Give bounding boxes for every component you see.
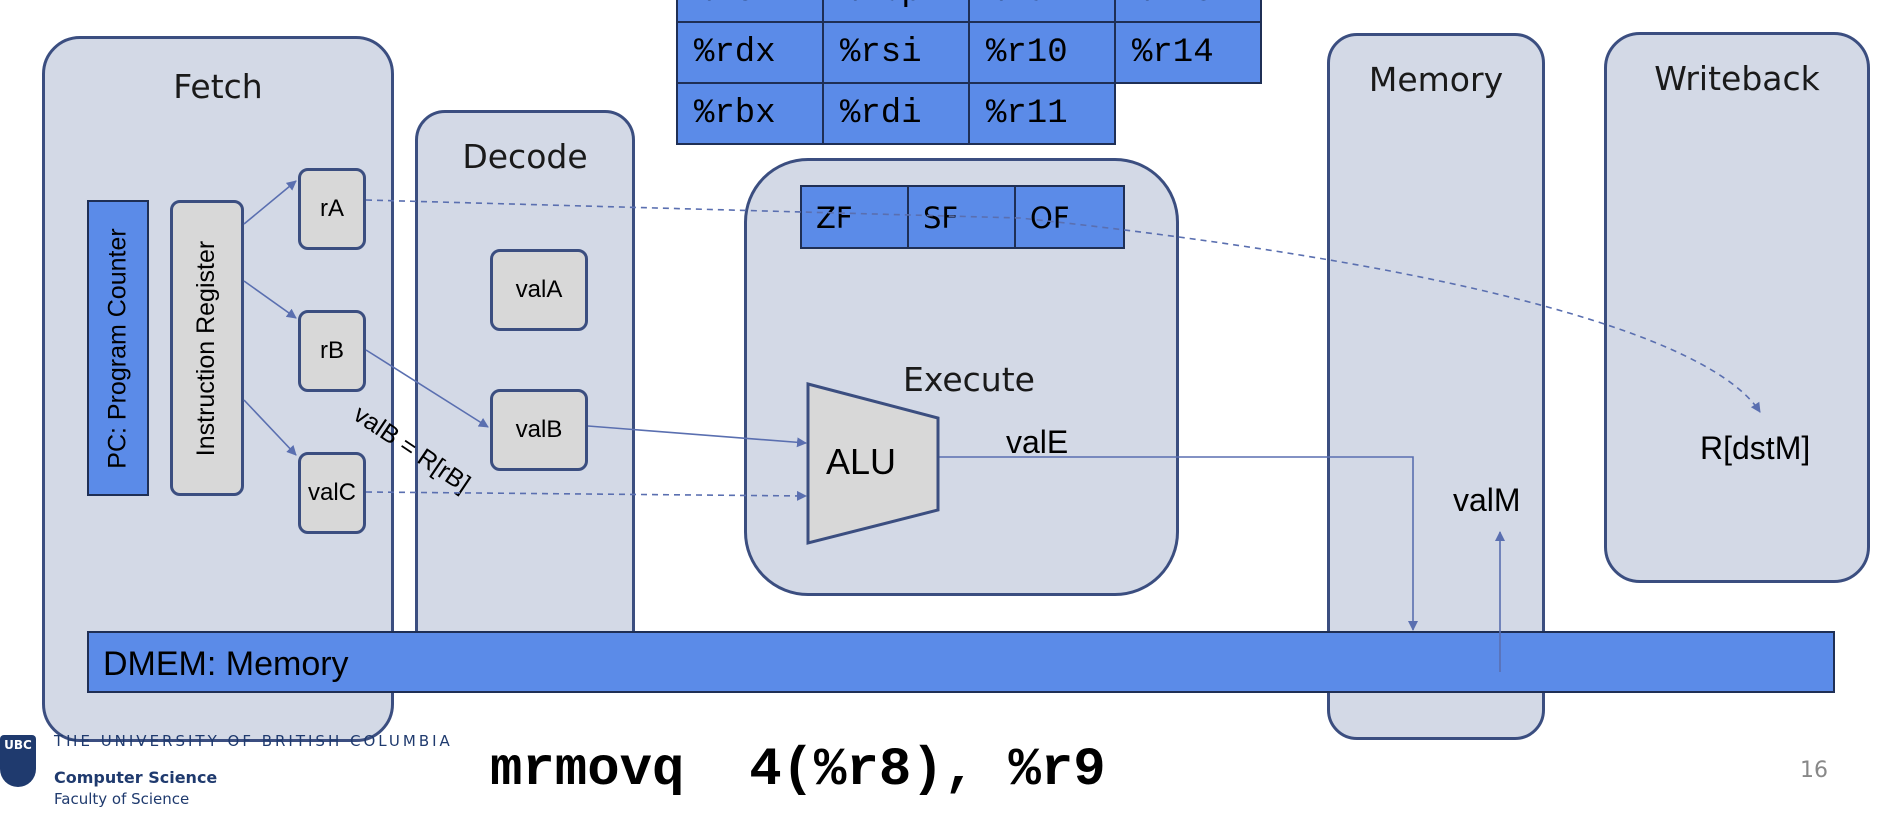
program-counter: PC: Program Counter bbox=[87, 200, 149, 496]
register-cell: %rbp bbox=[822, 0, 970, 23]
dmem-label: DMEM: Memory bbox=[103, 645, 349, 683]
rb-register: rB bbox=[298, 310, 366, 392]
register-row: %rdx %rsi %r10 %r14 bbox=[676, 21, 1262, 84]
ubc-crest-icon: UBC bbox=[0, 735, 36, 787]
instruction-text: mrmovq 4(%r8), %r9 bbox=[490, 740, 1106, 801]
writeback-destination: R[dstM] bbox=[1700, 430, 1811, 466]
condition-codes: ZF SF OF bbox=[800, 185, 1125, 249]
department-name: Computer Science bbox=[54, 768, 218, 787]
program-counter-label: PC: Program Counter bbox=[103, 227, 132, 469]
writeback-stage: Writeback bbox=[1604, 32, 1870, 583]
instruction-register: Instruction Register bbox=[170, 200, 244, 496]
register-cell: %r13 bbox=[1114, 0, 1262, 23]
register-file-table: %rcx %rbp %r9 %r13 %rdx %rsi %r10 %r14 %… bbox=[676, 0, 1262, 145]
register-cell: %rsi bbox=[822, 21, 970, 84]
register-row: %rcx %rbp %r9 %r13 bbox=[676, 0, 1262, 23]
decode-title: Decode bbox=[462, 137, 588, 176]
slide-number: 16 bbox=[1800, 758, 1828, 783]
university-name: THE UNIVERSITY OF BRITISH COLUMBIA bbox=[54, 732, 453, 750]
register-row: %rbx %rdi %r11 bbox=[676, 82, 1261, 145]
register-cell-empty bbox=[1115, 83, 1261, 144]
ra-register: rA bbox=[298, 168, 366, 250]
register-cell: %rdx bbox=[676, 21, 824, 84]
register-cell: %r9 bbox=[968, 0, 1116, 23]
register-cell: %rdi bbox=[822, 82, 970, 145]
flag-zf: ZF bbox=[802, 187, 909, 247]
register-cell: %r14 bbox=[1114, 21, 1262, 84]
register-cell: %rbx bbox=[676, 82, 824, 145]
flag-sf: SF bbox=[909, 187, 1016, 247]
decode-stage: Decode bbox=[415, 110, 635, 661]
vale-label: valE bbox=[1006, 424, 1069, 460]
vala-register: valA bbox=[490, 249, 588, 331]
writeback-title: Writeback bbox=[1654, 59, 1820, 98]
dmem-memory-bar: DMEM: Memory bbox=[87, 631, 1835, 693]
faculty-name: Faculty of Science bbox=[54, 790, 190, 808]
fetch-title: Fetch bbox=[173, 67, 263, 106]
register-cell: %r10 bbox=[968, 21, 1116, 84]
memory-title: Memory bbox=[1368, 60, 1504, 99]
instruction-register-label: Instruction Register bbox=[192, 240, 221, 456]
register-cell: %rcx bbox=[676, 0, 824, 23]
register-cell: %r11 bbox=[968, 82, 1116, 145]
flag-of: OF bbox=[1016, 187, 1123, 247]
execute-title: Execute bbox=[903, 360, 1035, 399]
valc-register: valC bbox=[298, 452, 366, 534]
valm-label: valM bbox=[1453, 482, 1521, 518]
valb-register: valB bbox=[490, 389, 588, 471]
